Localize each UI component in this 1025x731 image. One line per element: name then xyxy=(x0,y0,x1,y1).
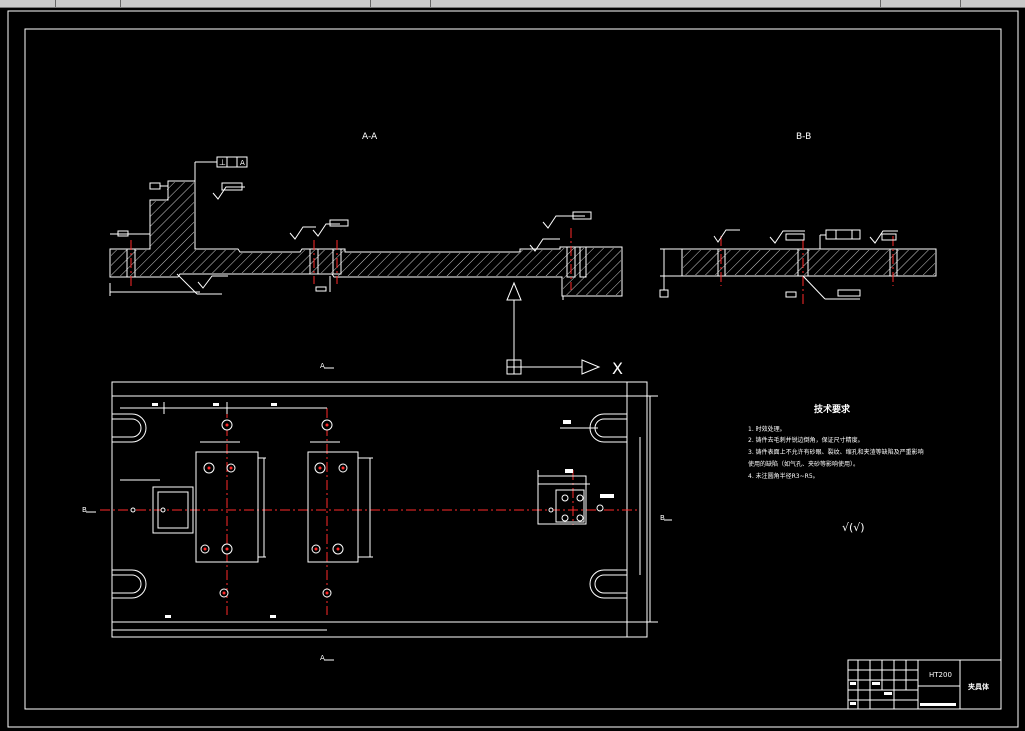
ucs-x-label: X xyxy=(612,359,623,378)
tech-req-item-1: 1. 时效处理。 xyxy=(748,425,786,433)
technical-requirements: 技术要求 1. 时效处理。 2. 铸件去毛刺并锐边倒角，保证尺寸精度。 3. 铸… xyxy=(748,403,924,534)
section-a-a-view: A-A ⊥ A xyxy=(109,132,623,300)
roughness-symbol-icon xyxy=(713,229,740,243)
window-top-bar xyxy=(0,0,1025,8)
part-name-label: 夹具体 xyxy=(968,682,990,691)
section-b-b-view: B-B xyxy=(659,132,937,306)
roughness-symbol-icon xyxy=(289,226,316,240)
plan-view: B B A A xyxy=(82,362,672,662)
section-b-mark-left: B xyxy=(82,506,87,514)
section-a-mark-bottom: A xyxy=(320,654,325,662)
support-pad-2 xyxy=(307,451,359,563)
section-a-label: A-A xyxy=(362,132,378,142)
tech-req-item-3: 3. 铸件表面上不允许有砂眼、裂纹、缩孔和夹渣等缺陷及严重影响 xyxy=(748,448,924,456)
u-slot-bottom-right xyxy=(589,569,627,599)
svg-text:A: A xyxy=(240,159,245,167)
right-locating-block xyxy=(537,475,587,525)
tech-req-item-4: 使用的缺陷（如气孔、夹砂等影响使用）。 xyxy=(748,460,859,468)
tech-req-item-5: 4. 未注圆角半径R3~R5。 xyxy=(748,472,819,480)
roughness-symbol-icon xyxy=(542,215,585,229)
flatness-frame: ⊥ A xyxy=(194,156,248,182)
section-a-mark-top: A xyxy=(320,362,325,370)
material-label: HT200 xyxy=(929,671,952,679)
section-b-mark-right: B xyxy=(660,514,665,522)
roughness-symbol-icon xyxy=(529,238,560,252)
ucs-icon: X xyxy=(506,281,623,378)
u-slot-bottom-left xyxy=(112,569,147,599)
roughness-symbol-icon xyxy=(197,275,228,289)
section-a-hatching xyxy=(111,182,621,295)
support-pad-1 xyxy=(195,451,259,563)
svg-text:⊥: ⊥ xyxy=(219,158,226,167)
outer-border xyxy=(7,10,1019,728)
tech-req-title: 技术要求 xyxy=(814,403,851,415)
section-a-hole-5 xyxy=(579,246,587,278)
tech-req-item-2: 2. 铸件去毛刺并锐边倒角，保证尺寸精度。 xyxy=(748,436,864,444)
u-slot-top-left xyxy=(112,413,147,443)
roughness-symbol-icon xyxy=(312,223,340,237)
roughness-symbol-icon xyxy=(869,230,898,244)
title-block: HT200 夹具体 xyxy=(847,659,1002,710)
roughness-symbol-icon xyxy=(212,186,245,200)
inner-border xyxy=(24,28,1002,710)
roughness-symbol-icon xyxy=(769,230,805,244)
roughness-note: √(√) xyxy=(842,521,865,534)
parallelism-frame xyxy=(825,229,861,240)
section-b-label: B-B xyxy=(796,132,811,142)
plan-outline xyxy=(111,381,648,638)
